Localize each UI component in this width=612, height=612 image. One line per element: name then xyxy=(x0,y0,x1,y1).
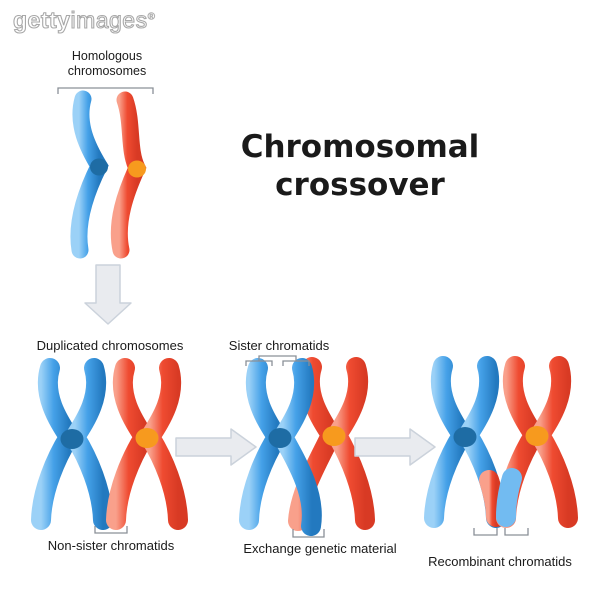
duplicated-chromosomes-figure xyxy=(31,358,188,534)
centromere-blue-dot xyxy=(453,427,477,447)
blue-chromosome-icon xyxy=(70,90,109,259)
sister-chromatids-label: Sister chromatids xyxy=(228,338,330,353)
homologous-chromosomes-figure xyxy=(57,87,154,259)
registered-mark: ® xyxy=(147,11,156,23)
centromere-orange-dot xyxy=(322,426,346,446)
blue-recombinant-tip xyxy=(496,468,522,527)
recombinant-brackets xyxy=(473,528,529,536)
right-arrow-icon xyxy=(354,428,436,466)
watermark-getty: getty xyxy=(12,6,71,33)
right-arrow-icon xyxy=(175,428,257,466)
centromere-orange-dot xyxy=(525,426,549,446)
title-line-2: crossover xyxy=(275,167,445,203)
homologous-label-line-2: chromosomes xyxy=(67,64,147,78)
red-recombinant-tip xyxy=(479,470,506,527)
getty-images-watermark: gettyimages® xyxy=(12,6,156,34)
centromere-orange-dot xyxy=(128,160,146,178)
recombinant-chromatids-figure xyxy=(424,356,578,536)
non-sister-chromatids-label: Non-sister chromatids xyxy=(47,538,175,553)
title-line-1: Chromosomal xyxy=(240,129,480,165)
blue-x-chromosome-red-tip-icon xyxy=(424,356,506,528)
homologous-chromosomes-label: Homologous chromosomes xyxy=(47,49,167,79)
centromere-blue-dot xyxy=(90,158,108,176)
centromere-orange-dot xyxy=(135,428,159,448)
exchange-bracket xyxy=(292,529,325,538)
red-x-chromosome-blue-tip-icon xyxy=(496,356,578,528)
homologous-label-line-1: Homologous xyxy=(71,49,143,63)
blue-x-chromosome-crossing-icon xyxy=(239,358,322,536)
duplicated-chromosomes-label: Duplicated chromosomes xyxy=(36,338,184,353)
watermark-images: images xyxy=(70,6,148,33)
exchange-genetic-material-label: Exchange genetic material xyxy=(243,541,397,556)
non-sister-bracket xyxy=(94,526,128,534)
centromere-blue-dot xyxy=(268,428,292,448)
down-arrow-icon xyxy=(84,264,132,325)
exchange-genetic-material-figure xyxy=(239,355,375,538)
page-title: Chromosomal crossover xyxy=(240,128,480,204)
centromere-blue-dot xyxy=(60,429,84,449)
recombinant-chromatids-label: Recombinant chromatids xyxy=(428,554,572,569)
blue-x-chromosome-icon xyxy=(31,358,113,530)
red-x-chromosome-icon xyxy=(106,358,188,530)
homologous-bracket xyxy=(57,87,154,94)
sister-chromatids-bracket xyxy=(245,355,310,366)
red-chromosome-icon xyxy=(110,91,147,259)
